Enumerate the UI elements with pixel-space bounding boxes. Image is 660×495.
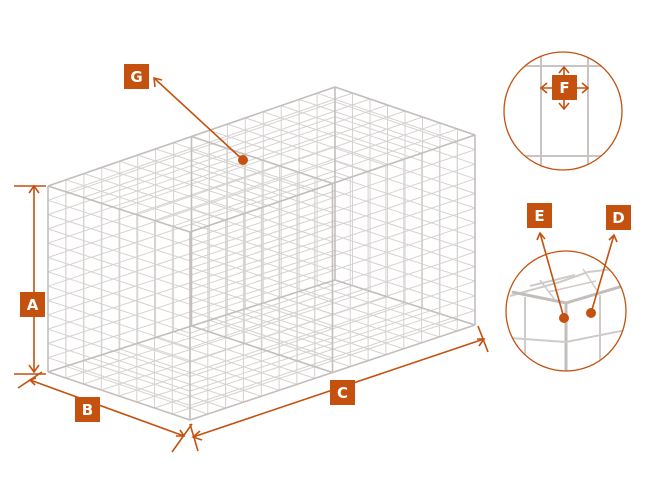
corner-detail [505, 231, 627, 372]
tag-g-label: G [130, 68, 142, 86]
frame-edge [47, 371, 191, 421]
mesh-wire [334, 190, 476, 238]
mesh-wire [191, 165, 333, 214]
mesh-wire [334, 116, 476, 165]
mesh-wire [316, 285, 458, 332]
mesh-wire [191, 296, 333, 344]
mesh-wire [334, 235, 476, 282]
mesh-wire [191, 179, 333, 228]
mesh-wire [83, 173, 226, 221]
tag-b-label: B [82, 401, 93, 419]
mesh-wire [47, 300, 191, 349]
mesh-wire [137, 342, 280, 391]
mesh-wire [101, 166, 244, 215]
gabion-basket [47, 86, 476, 421]
mesh-wire [334, 160, 476, 209]
mesh-wire [334, 205, 476, 253]
mesh-wire [191, 267, 333, 315]
mesh-wire [47, 257, 191, 305]
mesh-wire [155, 148, 298, 197]
tag-b: B [75, 397, 100, 422]
tag-a: A [20, 292, 45, 317]
mesh-wire [191, 150, 333, 199]
tag-f: F [552, 75, 577, 100]
tag-e: E [527, 203, 552, 228]
mesh-wire [334, 175, 476, 224]
mesh-wire [191, 252, 333, 301]
mesh-wire [47, 199, 191, 247]
mesh-wire [316, 92, 458, 142]
mesh-wire [47, 357, 191, 406]
frame-edge [334, 86, 476, 136]
mesh-wire [334, 145, 476, 194]
mesh-wire [334, 101, 476, 151]
mesh-wire [119, 160, 262, 209]
mesh-wire [47, 314, 191, 363]
mesh-wire [47, 328, 191, 378]
tag-c-label: C [337, 384, 348, 402]
mesh-wire [47, 242, 191, 291]
mesh-wire [47, 271, 191, 320]
mesh-wire [47, 285, 191, 334]
mesh-wire [191, 194, 333, 243]
mesh-wire [298, 291, 440, 338]
diaphragm-edge [191, 135, 333, 185]
tag-a-label: A [27, 296, 39, 314]
mesh-wire [191, 281, 333, 330]
mesh-wire [155, 337, 298, 385]
mesh-wire [65, 179, 208, 227]
mesh-wire [298, 98, 440, 148]
mesh-wire [137, 154, 280, 203]
mesh-opening-detail [503, 51, 623, 171]
tag-d: D [606, 205, 631, 230]
diaphragm-edge [191, 325, 333, 374]
mesh-wire [191, 208, 333, 257]
mesh-wire [47, 342, 191, 392]
mesh-wire [173, 331, 315, 379]
height-dimension [14, 184, 46, 375]
mesh-wire [245, 308, 387, 356]
mesh-wire [263, 111, 404, 160]
tag-e-label: E [534, 207, 544, 225]
frame-edge [189, 134, 476, 233]
mesh-wire [334, 249, 476, 297]
tag-c: C [330, 380, 355, 405]
mesh-wire [47, 214, 191, 262]
tag-f-label: F [559, 79, 569, 97]
frame-edge [334, 279, 476, 326]
mesh-wire [227, 123, 369, 172]
tag-d-label: D [612, 209, 624, 227]
frame-edge [189, 324, 476, 421]
mesh-wire [263, 302, 404, 350]
mesh-wire [334, 264, 476, 311]
mesh-wire [281, 105, 422, 154]
frame-edge [47, 86, 336, 187]
mesh-wire [334, 220, 476, 267]
frame-edge [47, 185, 191, 233]
wire-mesh [47, 86, 476, 421]
mesh-wire [209, 129, 351, 178]
mesh-wire [47, 228, 191, 276]
diaphragm-leader [153, 76, 248, 165]
mesh-wire [191, 223, 333, 272]
frame-edge [47, 279, 336, 373]
width-dimension [17, 371, 193, 453]
mesh-wire [245, 117, 387, 166]
mesh-wire [191, 238, 333, 286]
tag-g: G [124, 64, 149, 89]
